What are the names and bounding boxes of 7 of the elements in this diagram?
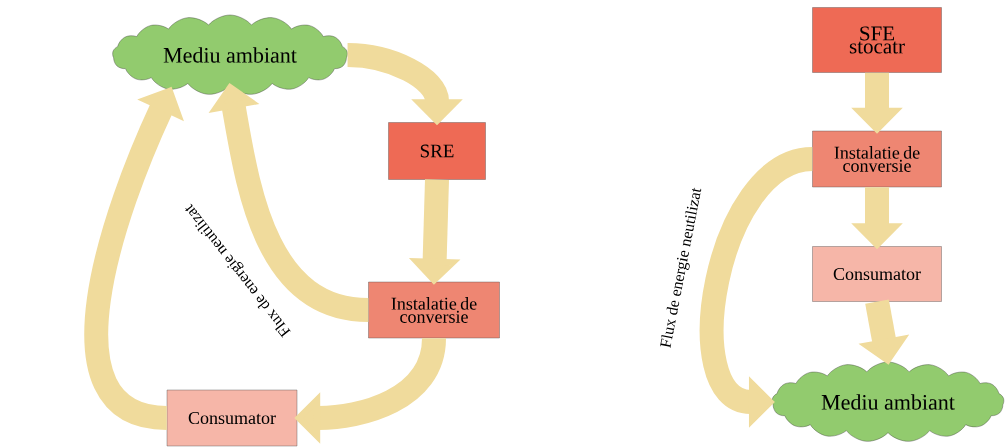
- process-box: SRE: [388, 122, 486, 180]
- process-box: Consumator: [166, 389, 298, 447]
- process-box: Consumator: [812, 246, 942, 302]
- process-box: SFE stocatr: [812, 7, 942, 73]
- process-box: Instalatie de conversie: [812, 130, 942, 188]
- edge-label: Flux de energie neutilizat: [658, 185, 706, 351]
- process-box: Instalatie de conversie: [368, 281, 500, 339]
